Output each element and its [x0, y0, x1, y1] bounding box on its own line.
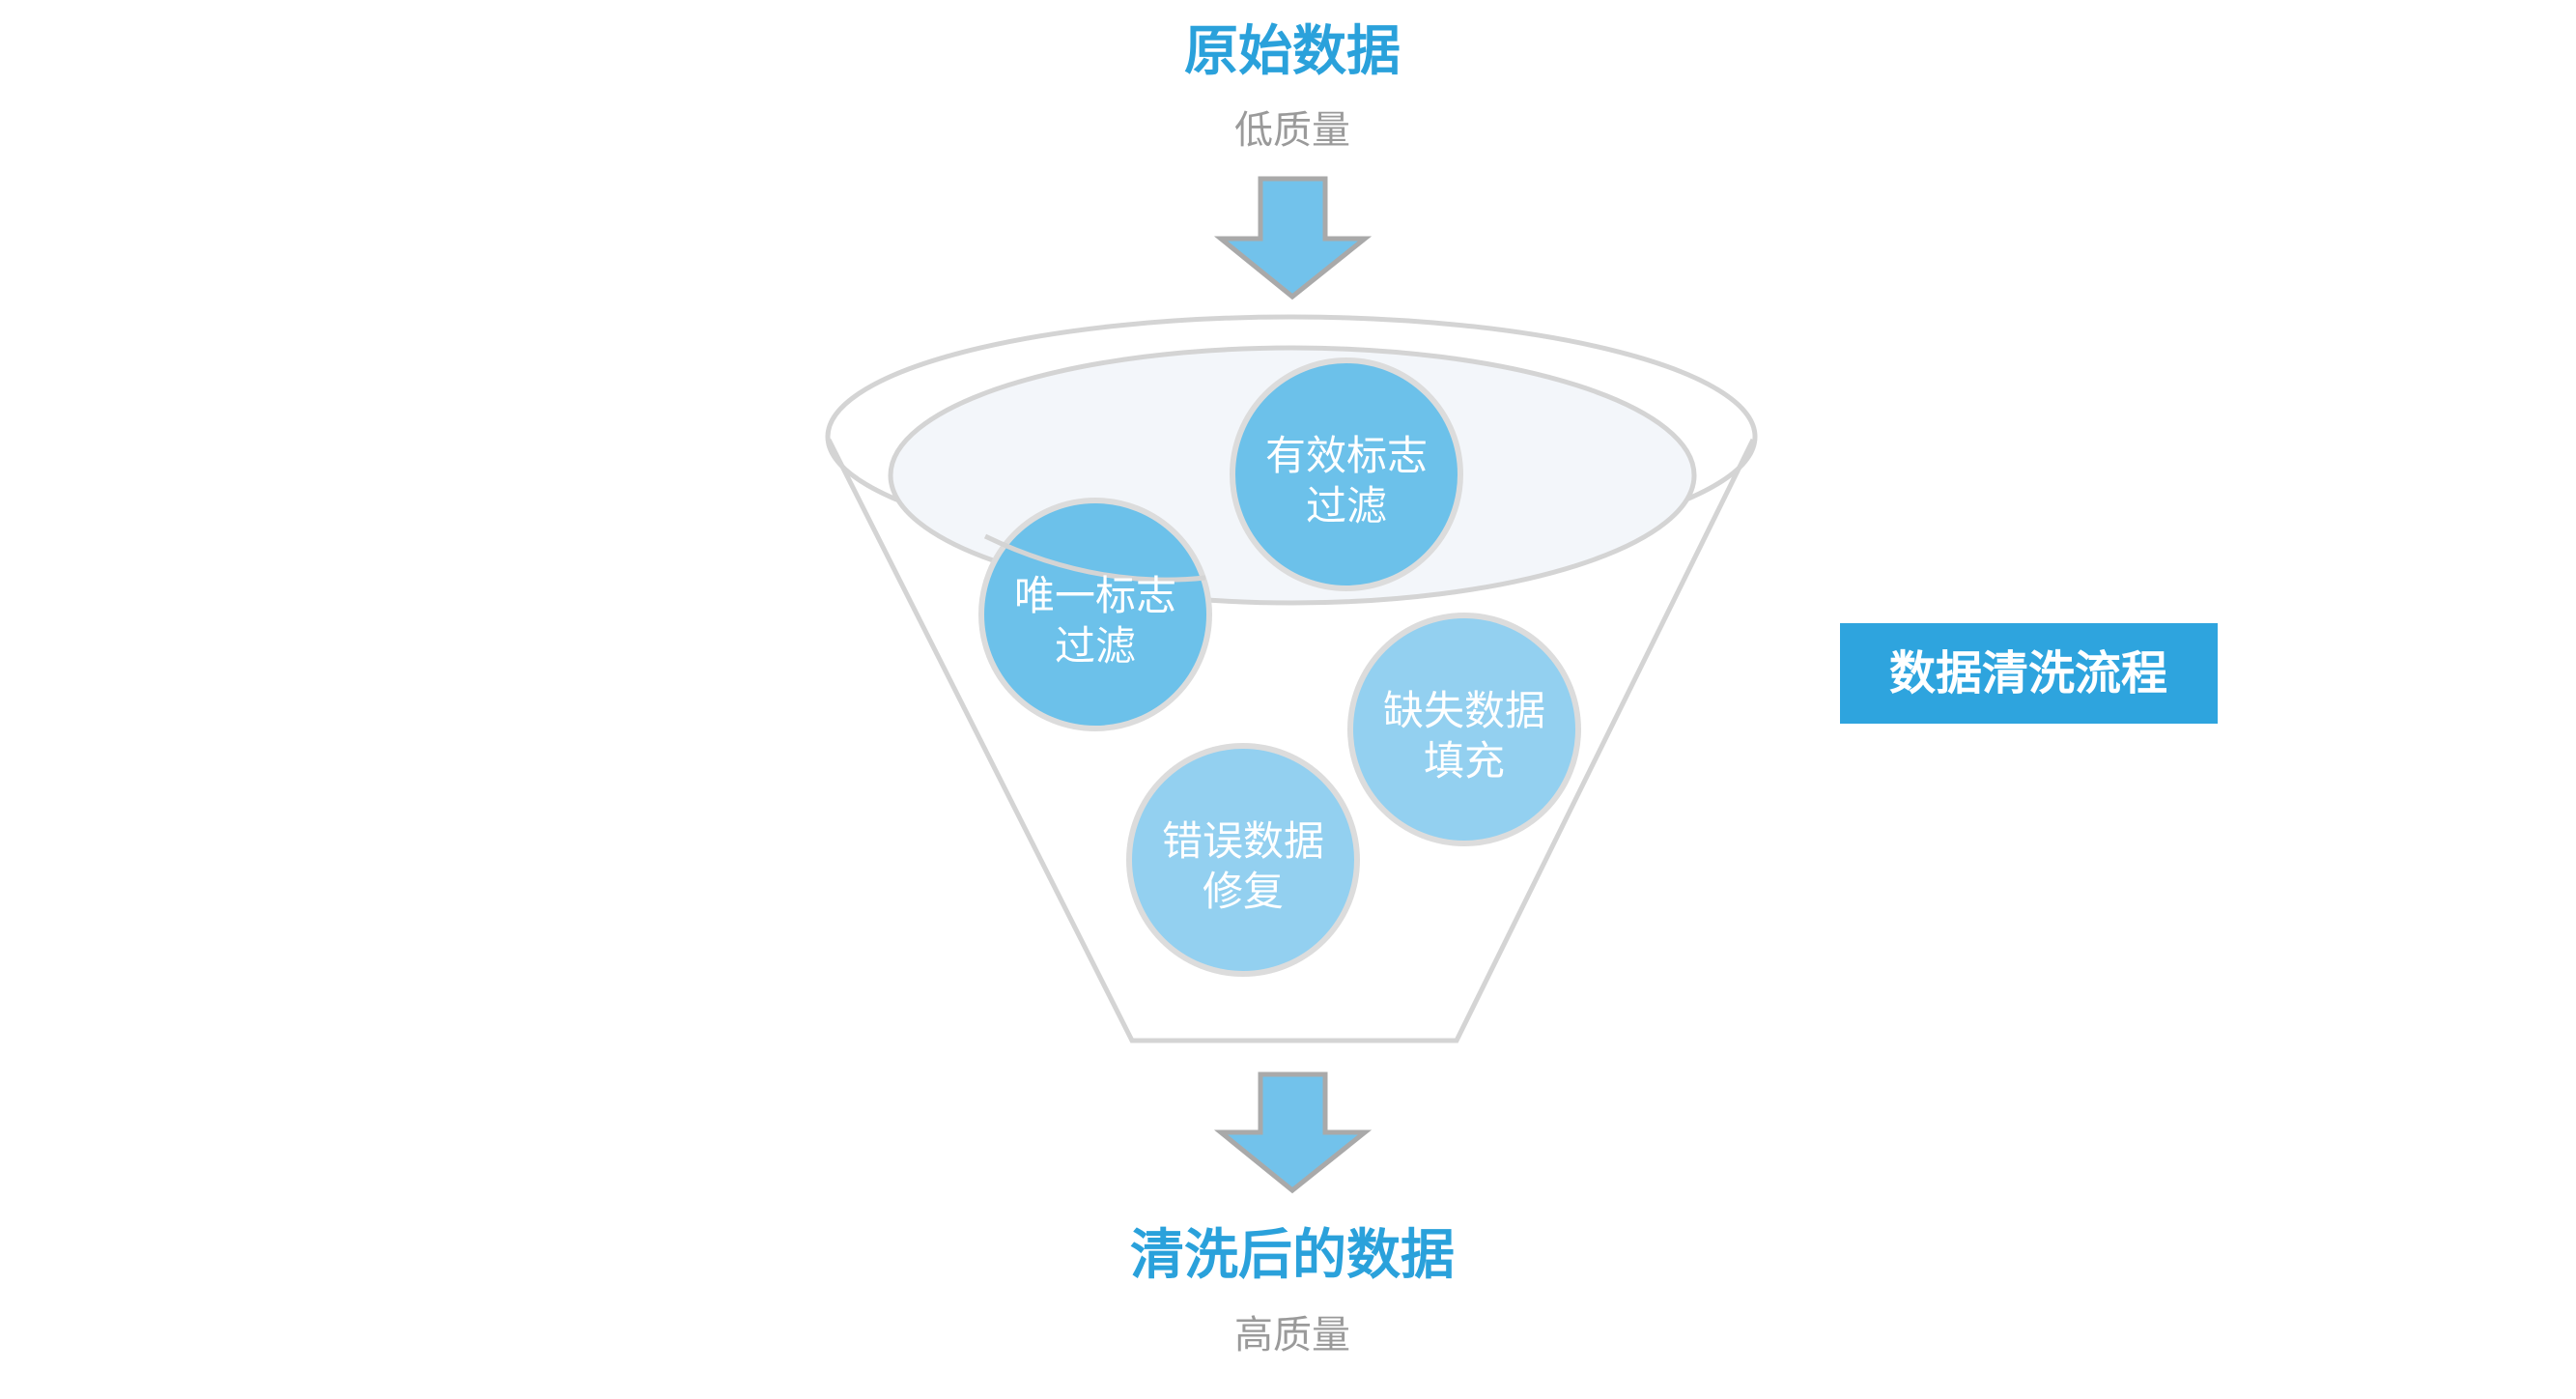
step-label-line2: 过滤 — [1306, 482, 1387, 529]
step-label-line2: 修复 — [1203, 868, 1284, 915]
process-label: 数据清洗流程 — [1889, 646, 2167, 700]
step-label-line1: 缺失数据 — [1383, 687, 1545, 734]
step-label-line2: 填充 — [1424, 737, 1505, 785]
step-ball-error-data-repair: 错误数据 修复 — [1126, 743, 1360, 977]
step-label-line2: 过滤 — [1055, 622, 1136, 670]
rim-overlap-line — [983, 533, 1206, 583]
step-label-line1: 有效标志 — [1265, 432, 1428, 479]
step-ball-unique-flag-filter: 唯一标志 过滤 — [978, 498, 1212, 731]
step-label-line1: 错误数据 — [1162, 817, 1324, 865]
input-subtitle: 低质量 — [1234, 108, 1350, 153]
input-title: 原始数据 — [1184, 20, 1401, 83]
down-arrow-icon — [1213, 1071, 1373, 1194]
step-ball-valid-flag-filter: 有效标志 过滤 — [1230, 357, 1463, 591]
funnel-body — [826, 438, 1756, 1043]
step-ball-missing-data-fill: 缺失数据 填充 — [1347, 613, 1581, 846]
output-subtitle: 高质量 — [1234, 1313, 1350, 1357]
down-arrow-icon — [1213, 176, 1373, 300]
process-label-box: 数据清洗流程 — [1840, 623, 2218, 724]
step-label-line1: 唯一标志 — [1014, 572, 1176, 619]
output-title: 清洗后的数据 — [1130, 1224, 1455, 1287]
